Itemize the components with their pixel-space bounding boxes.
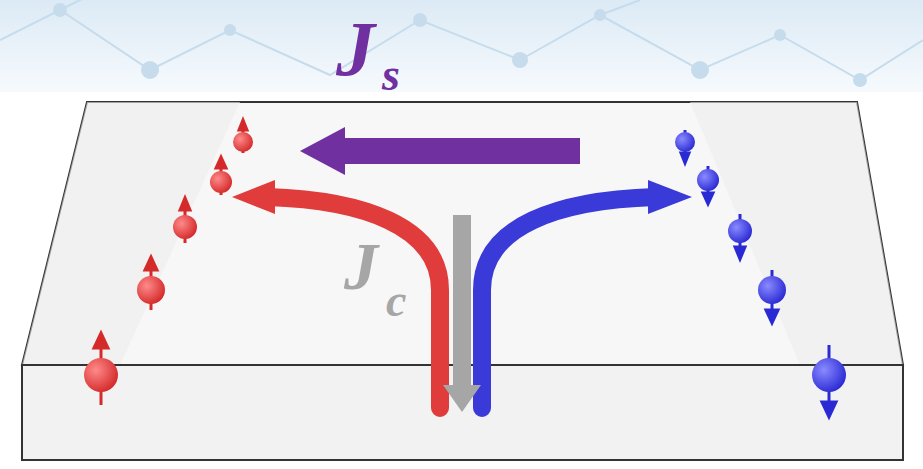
spin-current-symbol: J — [336, 10, 375, 88]
spin-current-subscript: s — [382, 52, 400, 98]
charge-current-subscript: c — [386, 278, 406, 324]
charge-current-symbol: J — [344, 232, 378, 300]
